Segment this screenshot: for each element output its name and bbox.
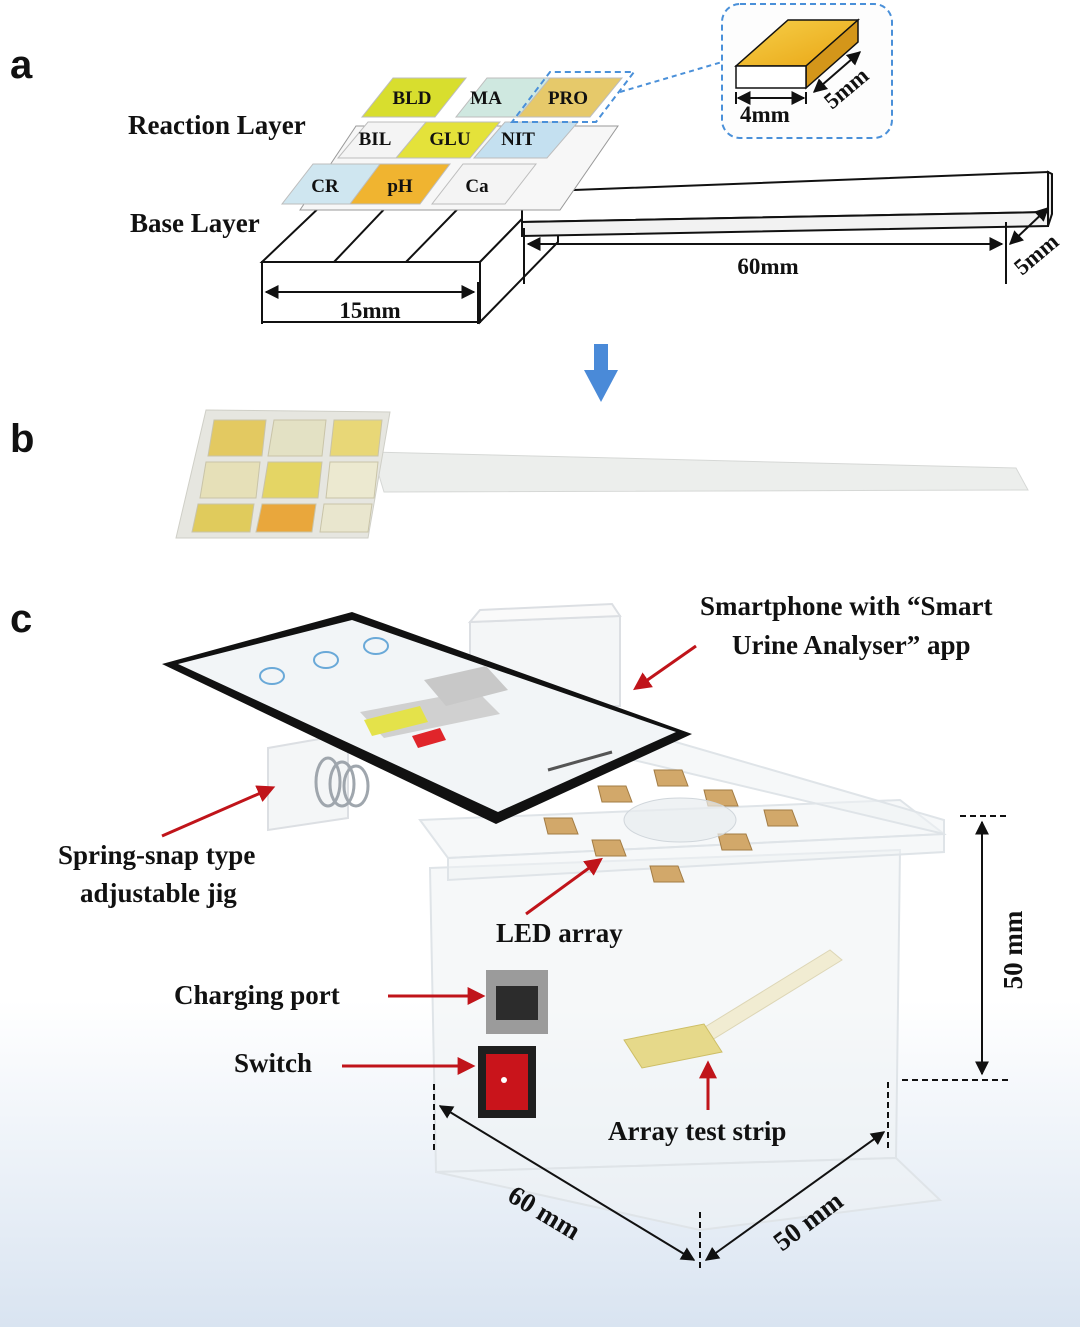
spring-icon: [314, 756, 370, 808]
smartphone-label-line2: Urine Analyser” app: [732, 630, 971, 660]
pad-nit: NIT: [472, 121, 580, 159]
svg-text:CR: CR: [311, 176, 339, 197]
panel-letter-b: b: [10, 417, 34, 461]
svg-text:NIT: NIT: [501, 129, 535, 150]
switch-label: Switch: [234, 1048, 312, 1078]
pro-highlight: [509, 71, 637, 123]
panel-letter-c: c: [10, 597, 32, 641]
smartphone: [162, 612, 692, 824]
strip-pads-photo: [191, 419, 383, 533]
smartphone-label-line1: Smartphone with “Smart: [700, 591, 993, 621]
svg-text:50 mm: 50 mm: [998, 910, 1028, 989]
panel-b: b: [10, 409, 1029, 539]
box-test-strip: [623, 949, 843, 1069]
svg-text:MA: MA: [470, 88, 502, 109]
pad-ph: pH: [349, 163, 451, 205]
charging-port: [486, 970, 548, 1034]
svg-text:GLU: GLU: [429, 129, 470, 150]
svg-text:60mm: 60mm: [737, 254, 798, 279]
callout-arrows: [161, 644, 717, 1110]
pad-glu: GLU: [394, 121, 502, 159]
panel-a: a BLD MA: [10, 3, 1063, 325]
pad-bld: BLD: [360, 77, 468, 118]
power-switch: [478, 1046, 536, 1118]
charging-port-label: Charging port: [174, 980, 340, 1010]
svg-text:PRO: PRO: [548, 88, 588, 109]
led-array: [543, 769, 799, 883]
svg-text:pH: pH: [387, 176, 413, 197]
pad-ca: Ca: [430, 163, 538, 205]
base-layer-label: Base Layer: [130, 208, 260, 238]
array-test-strip-label: Array test strip: [608, 1116, 786, 1146]
svg-text:Ca: Ca: [465, 176, 489, 197]
svg-text:15mm: 15mm: [339, 298, 400, 323]
dim-60mm: 60mm: [523, 222, 1007, 284]
svg-text:BLD: BLD: [392, 88, 431, 109]
led-array-label: LED array: [496, 918, 623, 948]
pad-size-inset: 4mm 5mm: [721, 3, 893, 139]
jig-label-line2: adjustable jig: [80, 878, 237, 908]
dim-height: 50 mm: [902, 815, 1028, 1081]
flow-arrow: [584, 344, 618, 402]
reaction-layer-label: Reaction Layer: [128, 110, 306, 140]
pad-pro: PRO: [516, 77, 624, 118]
panel-c: c: [0, 591, 1080, 1327]
strip-handle-photo: [371, 451, 1029, 493]
panel-letter-a: a: [10, 43, 33, 87]
inset-connector: [619, 61, 723, 93]
jig-label-line1: Spring-snap type: [58, 840, 255, 870]
reaction-pads: BLD MA PRO BIL GLU NIT: [280, 77, 624, 205]
svg-text:BIL: BIL: [359, 129, 392, 150]
dim-15mm: 15mm: [261, 282, 479, 324]
svg-text:4mm: 4mm: [740, 102, 790, 127]
